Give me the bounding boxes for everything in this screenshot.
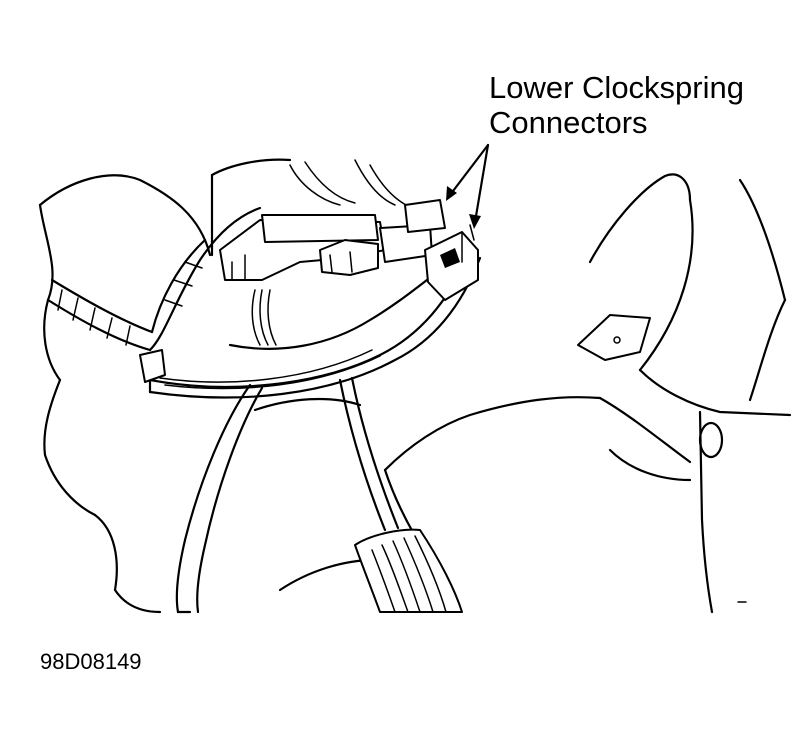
right-bracket-panel [577, 173, 792, 614]
clockspring-housing [139, 248, 482, 399]
lower-clockspring-connector-right [424, 224, 479, 301]
wiring-harness [251, 159, 409, 346]
figure-id: 98D08149 [40, 649, 142, 674]
lower-dash-panel [176, 396, 747, 614]
pedal-arm [175, 376, 400, 614]
left-dash-housing [38, 158, 292, 614]
callout-label: Lower Clockspring Connectors [489, 70, 744, 140]
callout-line-1: Lower Clockspring [489, 70, 744, 105]
accelerator-pedal-pad [354, 528, 463, 613]
callout-arrows [446, 143, 490, 229]
column-shroud [46, 206, 262, 352]
callout-line-2: Connectors [489, 105, 648, 140]
connector-block [219, 199, 446, 281]
